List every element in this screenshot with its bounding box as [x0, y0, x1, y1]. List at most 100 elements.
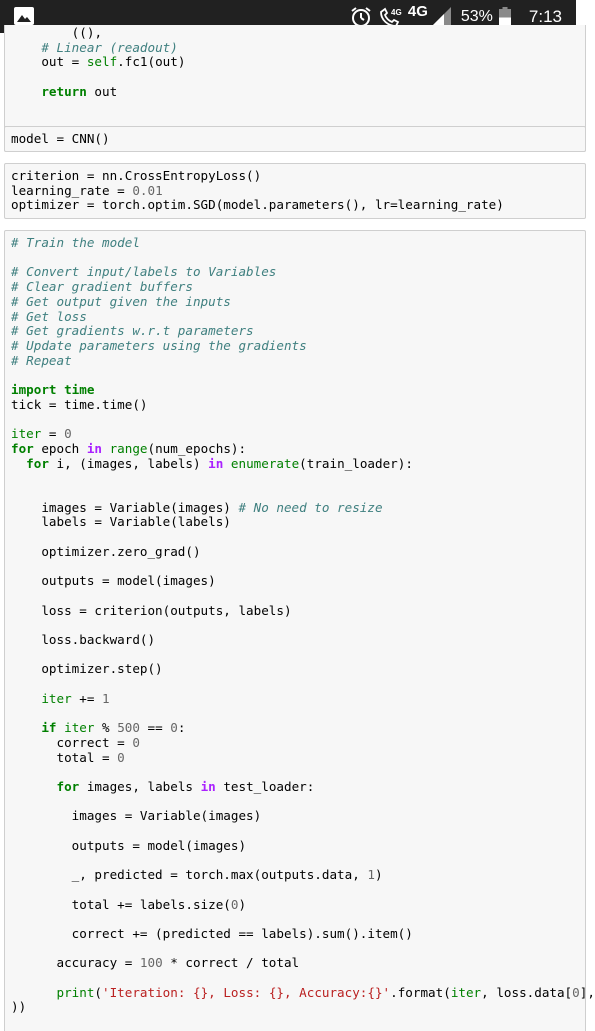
code-token — [11, 691, 41, 706]
code-token — [11, 456, 26, 471]
code-token: 1 — [367, 867, 375, 883]
code-line: _, predicted = torch.max(outputs.data, 1… — [11, 868, 383, 882]
code-token — [57, 720, 65, 735]
code-line: if iter % 500 == 0: — [11, 721, 185, 735]
code-line: # Clear gradient buffers — [11, 280, 193, 294]
battery-percent: 53% — [460, 7, 493, 25]
code-token: enumerate — [230, 455, 300, 471]
code-token: 100 — [139, 955, 163, 971]
code-token: # Get gradients w.r.t parameters — [11, 323, 254, 339]
code-token: % — [94, 720, 118, 736]
code-token: , loss.data[ — [481, 984, 573, 1000]
code-token: == — [139, 720, 171, 736]
code-token: ), — [86, 25, 103, 40]
code-token — [11, 40, 41, 55]
code-token: learning_rate = — [11, 182, 133, 198]
code-line: correct = 0 — [11, 734, 140, 750]
code-token: total = — [11, 749, 118, 765]
code-token: loss = criterion(outputs, labels) — [11, 602, 292, 618]
notebook[interactable]: ((), # Linear (readout) out = self.fc1(o… — [0, 25, 595, 1031]
code-token: 0 — [572, 984, 580, 1000]
code-line: optimizer.zero_grad() — [11, 543, 201, 559]
code-token: self — [86, 54, 118, 70]
code-token: i, (images, labels) — [48, 455, 209, 471]
code-token: out = — [11, 54, 87, 70]
code-line: # Get loss — [11, 309, 87, 324]
code-token: (num_epochs): — [147, 440, 247, 456]
code-token: 500 — [117, 720, 140, 736]
code-token: correct += (predicted == labels).sum().i… — [11, 925, 413, 941]
code-line: images = Variable(images) — [11, 808, 262, 824]
code-line: learning_rate = 0.01 — [11, 182, 163, 198]
code-token: in — [208, 455, 224, 471]
code-token: correct = — [11, 734, 133, 750]
code-token: 0 — [132, 734, 140, 750]
code-line: iter += 1 — [11, 690, 110, 706]
code-token: optimizer.zero_grad() — [11, 543, 201, 559]
gallery-icon — [14, 7, 34, 25]
code-token: # Train the model — [11, 235, 140, 250]
code-token: ], — [579, 984, 595, 1000]
code-token — [102, 441, 110, 456]
code-line: for epoch in range(num_epochs): — [11, 440, 247, 456]
code-token: for — [26, 455, 49, 471]
code-token — [223, 456, 231, 471]
code-token — [11, 84, 41, 99]
code-token: iter — [11, 426, 42, 442]
code-token: = — [41, 426, 65, 442]
code-line: return out — [11, 84, 117, 99]
battery-icon — [498, 6, 511, 27]
code-line: optimizer.step() — [11, 661, 163, 677]
hd-call-icon: 4G — [379, 7, 402, 27]
code-token: loss.backward() — [11, 631, 156, 647]
code-line: loss = criterion(outputs, labels) — [11, 602, 292, 618]
code-line: tick = time.time() — [11, 396, 148, 412]
code-line: ((), — [11, 26, 102, 40]
code-token: iter — [450, 984, 482, 1000]
code-line: total += labels.size(0) — [11, 896, 246, 912]
code-token: time — [64, 382, 95, 397]
code-line: criterion = nn.CrossEntropyLoss() — [11, 169, 261, 183]
code-token: .fc1(out) — [117, 54, 186, 70]
code-line: for i, (images, labels) in enumerate(tra… — [11, 455, 413, 471]
code-cell-model[interactable]: model = CNN() — [4, 126, 586, 152]
code-token: labels = Variable(labels) — [11, 514, 231, 530]
code-token — [11, 779, 57, 794]
code-token: epoch — [33, 440, 87, 456]
code-token: # Update parameters using the gradients — [11, 337, 307, 353]
code-token: model = CNN() — [11, 131, 110, 146]
code-token: : — [177, 720, 186, 736]
code-line: accuracy = 100 * correct / total — [11, 956, 299, 970]
code-token: tick = time.time() — [11, 396, 148, 412]
code-token: criterion = nn.CrossEntropyLoss() — [11, 168, 262, 183]
code-token: # Linear (readout) — [41, 39, 178, 55]
code-line: iter = 0 — [11, 427, 72, 441]
code-token: in — [200, 778, 216, 794]
code-line: )) — [11, 1000, 26, 1014]
code-token — [57, 382, 65, 397]
code-line: optimizer = torch.optim.SGD(model.parame… — [11, 198, 504, 212]
code-token: test_loader: — [215, 778, 315, 794]
code-token: total += labels.size( — [11, 896, 231, 912]
clock: 7:13 — [528, 6, 562, 26]
code-line: # Update parameters using the gradients — [11, 337, 307, 353]
code-token: images = Variable(images) — [11, 808, 262, 824]
code-token: 0 — [170, 720, 178, 736]
code-token: optimizer.step() — [11, 661, 163, 677]
code-token: for — [56, 778, 80, 794]
code-token: iter — [64, 720, 95, 736]
code-token: # Clear gradient buffers — [11, 279, 193, 295]
code-token — [11, 25, 72, 40]
code-token: import — [11, 382, 57, 397]
code-token: range — [109, 440, 148, 456]
code-token: 0 — [64, 426, 72, 442]
code-line: out = self.fc1(out) — [11, 55, 185, 69]
code-line: model = CNN() — [11, 132, 110, 146]
code-line: outputs = model(images) — [11, 838, 246, 853]
code-token: 1 — [102, 690, 110, 706]
code-cell-optimizer[interactable]: criterion = nn.CrossEntropyLoss()learnin… — [4, 163, 586, 219]
code-cell-training-loop[interactable]: # Train the model# Convert input/labels … — [4, 230, 595, 1031]
code-line: correct += (predicted == labels).sum().i… — [11, 925, 413, 941]
signal-icon — [430, 6, 451, 27]
code-token: _, predicted = torch.max(outputs.data, — [11, 867, 368, 883]
